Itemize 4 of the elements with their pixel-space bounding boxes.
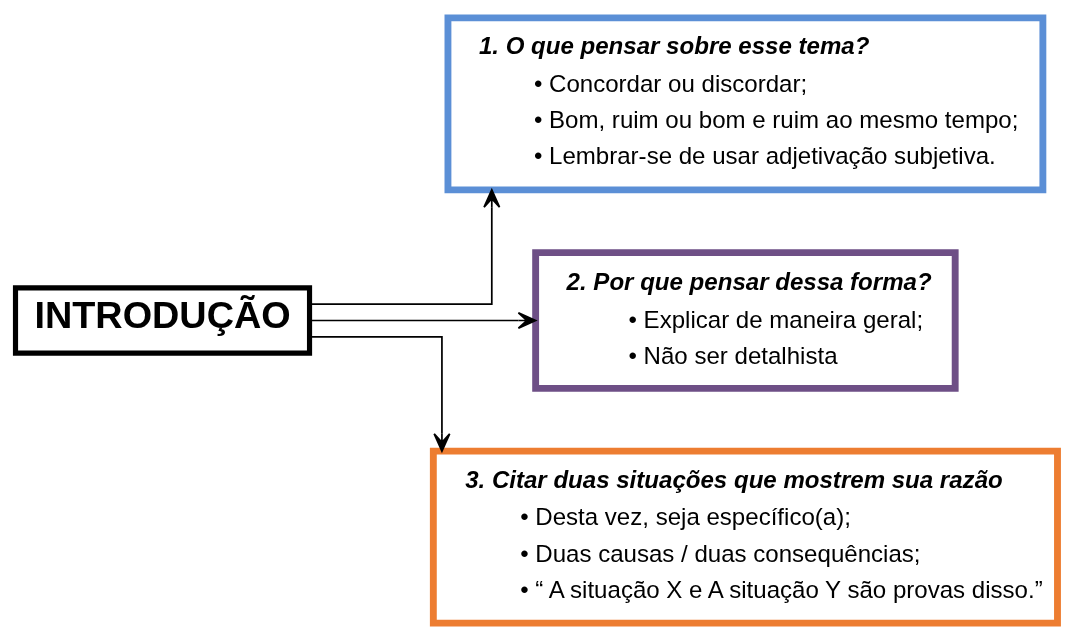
node-box: INTRODUÇÃO [12, 285, 313, 356]
node-box: 3. Citar duas situações que mostrem sua razão • Desta vez, seja específico(a); • Duas causas / duas consequências; • “ A situação X e A situação Y são provas disso.” [429, 447, 1061, 627]
node-box: 2. Por que pensar dessa forma? • Explicar de maneira geral; • Não ser detalhista [532, 249, 959, 392]
node-box: 1. O que pensar sobre esse tema? • Concordar ou discordar; • Bom, ruim ou bom e ruim ao mesmo tempo; • Lembrar-se de usar adjetivação subjetiva. [444, 14, 1047, 194]
